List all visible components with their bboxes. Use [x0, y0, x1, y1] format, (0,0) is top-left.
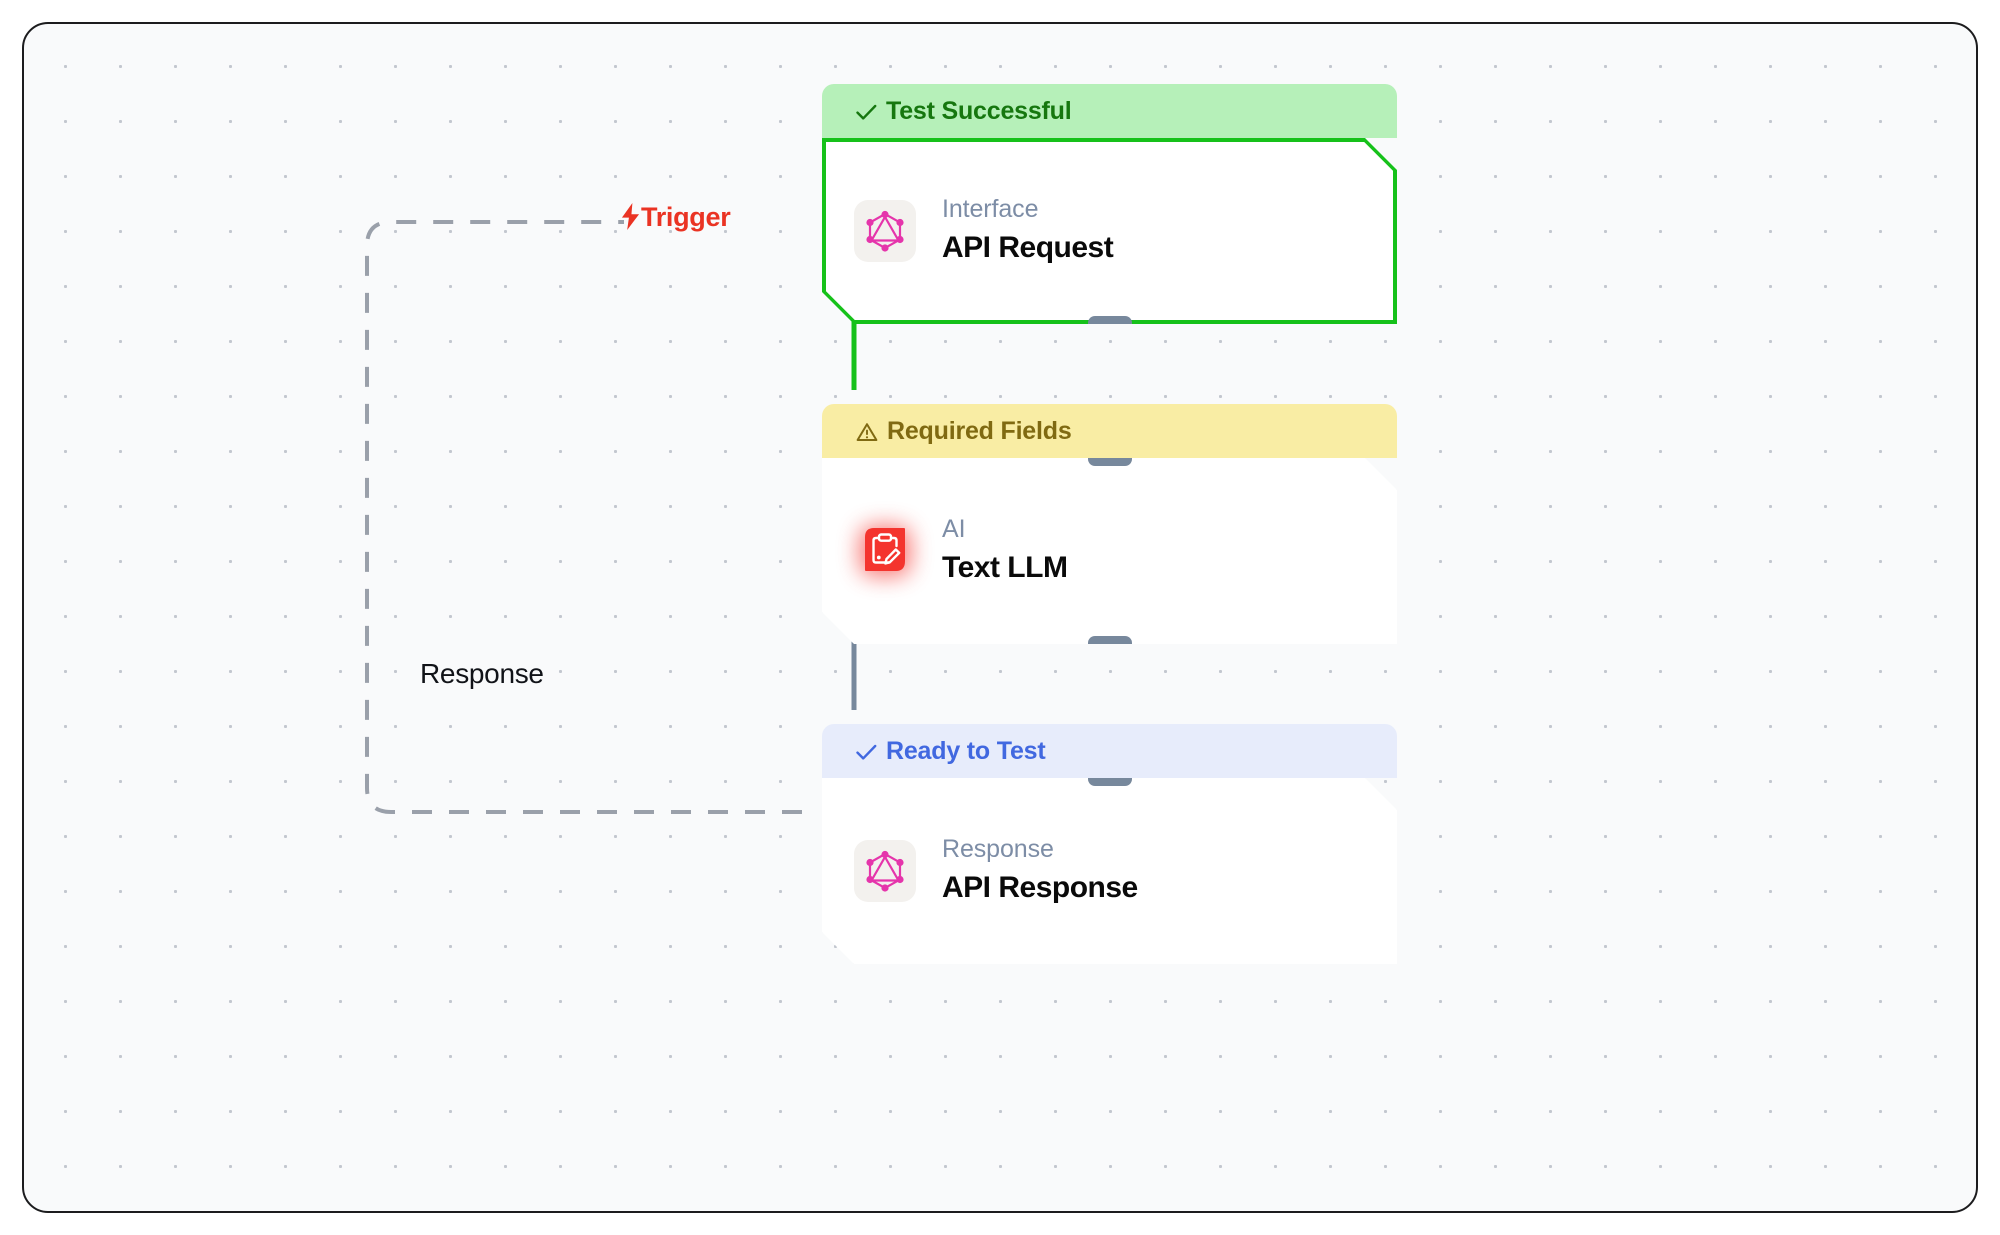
- node-body-api-response[interactable]: Response API Response: [822, 778, 1397, 964]
- node-status-test-successful: Test Successful: [822, 84, 1397, 138]
- node-kind-label: Interface: [942, 195, 1039, 224]
- node-status-label: Test Successful: [886, 97, 1072, 125]
- lightning-bolt-icon: [621, 202, 640, 233]
- graphql-icon: [865, 209, 905, 253]
- node-status-label: Required Fields: [887, 417, 1072, 445]
- node-kind-label: Response: [942, 835, 1054, 864]
- check-icon: [856, 725, 877, 779]
- node-status-required-fields: Required Fields: [822, 404, 1397, 458]
- check-icon: [856, 85, 877, 139]
- node-title-label: API Response: [942, 870, 1138, 904]
- node-text-llm[interactable]: Required Fields: [822, 404, 1397, 644]
- graphql-icon: [865, 849, 905, 893]
- node-kind-label: AI: [942, 515, 966, 544]
- node-api-response[interactable]: Ready to Test: [822, 724, 1397, 964]
- clipboard-pencil-icon: [857, 523, 913, 579]
- node-title-label: Text LLM: [942, 550, 1068, 584]
- warning-triangle-icon: [856, 405, 878, 459]
- node-status-label: Ready to Test: [886, 737, 1046, 765]
- node-body-text-llm[interactable]: AI Text LLM: [822, 458, 1397, 644]
- node-api-request[interactable]: Test Successful: [822, 84, 1397, 324]
- node-icon-graphql-request: [854, 200, 916, 262]
- edge-label-trigger-text: Trigger: [641, 202, 731, 232]
- node-handle-bottom-text-llm[interactable]: [1088, 636, 1132, 651]
- node-icon-graphql-response: [854, 840, 916, 902]
- edge-response-to-request: [365, 220, 802, 814]
- node-title-label: API Request: [942, 230, 1114, 264]
- workflow-canvas[interactable]: Trigger Response Test Successful: [22, 22, 1978, 1213]
- edge-label-response: Response: [412, 658, 552, 690]
- node-body-api-request[interactable]: Interface API Request: [822, 138, 1397, 324]
- node-status-ready-to-test: Ready to Test: [822, 724, 1397, 778]
- edge-label-response-text: Response: [420, 658, 544, 689]
- node-handle-bottom-api-request[interactable]: [1088, 316, 1132, 331]
- node-icon-ai-text-llm: [854, 520, 916, 582]
- edge-label-trigger: Trigger: [621, 202, 731, 233]
